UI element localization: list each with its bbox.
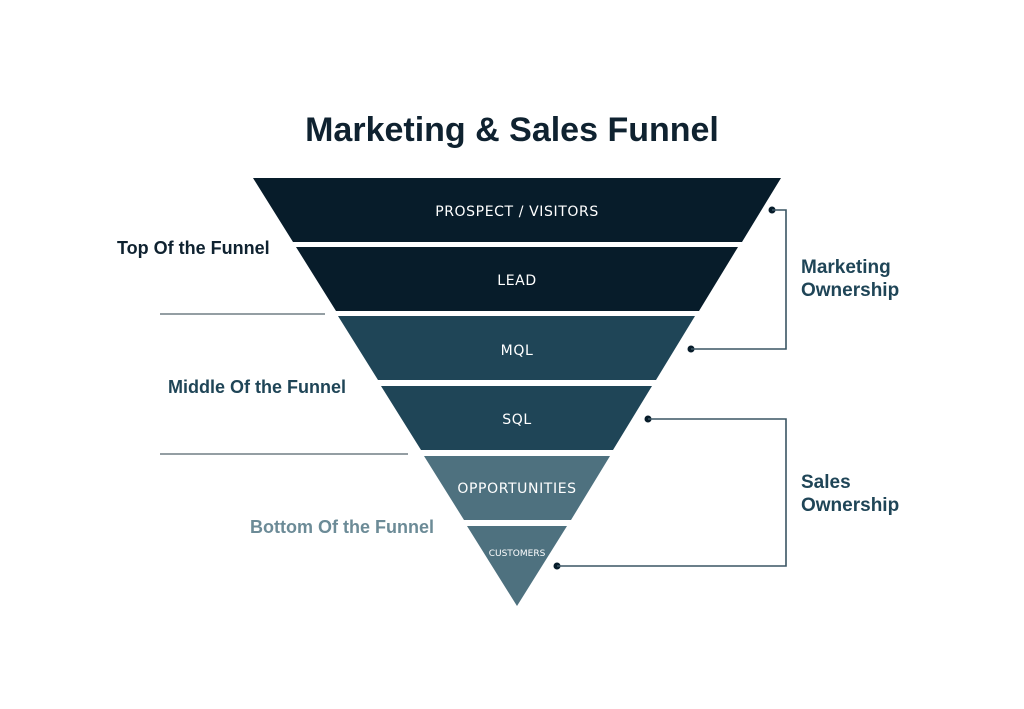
bracket-line [691, 209, 787, 350]
funnel [253, 178, 781, 606]
funnel-stage-opportunities [424, 456, 610, 520]
section-label-bottom: Bottom Of the Funnel [250, 517, 434, 537]
stage-label-prospect: PROSPECT / VISITORS [435, 204, 599, 220]
funnel-stage-customers [467, 526, 567, 606]
stage-label-mql: MQL [501, 343, 534, 359]
funnel-stage-lead [296, 247, 738, 311]
ownership-line: Ownership [801, 280, 899, 301]
bracket-line [557, 418, 787, 567]
marketing-ownership-bracket [687, 206, 787, 353]
ownership-line: Ownership [801, 495, 899, 516]
sales-ownership-label: Sales Ownership [801, 472, 899, 516]
stage-label-sql: SQL [502, 412, 532, 428]
section-label-top: Top Of the Funnel [117, 238, 270, 258]
funnel-stage-sql [381, 386, 652, 450]
sales-ownership-bracket [553, 415, 787, 570]
section-label-middle: Middle Of the Funnel [168, 377, 346, 397]
funnel-labels: PROSPECT / VISITORS LEAD MQL SQL OPPORTU… [435, 204, 599, 559]
ownership-line: Sales [801, 472, 851, 493]
page-title: Marketing & Sales Funnel [305, 111, 719, 149]
ownership-line: Marketing [801, 257, 891, 278]
stage-label-customers: CUSTOMERS [489, 549, 546, 559]
funnel-stage-mql [338, 316, 695, 380]
stage-label-opportunities: OPPORTUNITIES [457, 481, 576, 497]
stage-label-lead: LEAD [497, 273, 536, 289]
funnel-stage-prospect [253, 178, 781, 242]
marketing-ownership-label: Marketing Ownership [801, 257, 899, 301]
